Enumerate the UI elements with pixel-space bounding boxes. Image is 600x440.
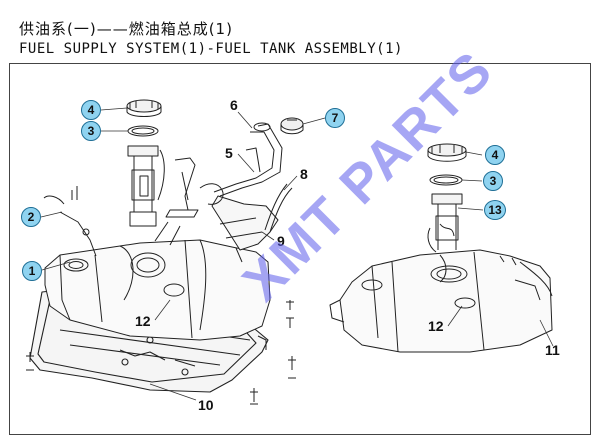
fuel-pump-module-left: [127, 145, 165, 227]
callout-3b: 3: [483, 171, 503, 191]
callout-leader-lines: [40, 107, 554, 401]
callout-7: 7: [325, 108, 345, 128]
diagram-title-english: FUEL SUPPLY SYSTEM(1)-FUEL TANK ASSEMBLY…: [19, 41, 403, 57]
retainer-ring-right: [427, 143, 467, 186]
callout-2: 2: [21, 207, 41, 227]
retainer-ring-left: [126, 99, 162, 137]
label-6: 6: [230, 97, 238, 113]
sender-bracket: [43, 186, 97, 257]
level-sender-arm-left: [165, 157, 199, 218]
callout-13: 13: [484, 200, 506, 220]
fuel-cap: [280, 117, 304, 135]
mounting-bolts-left: [26, 300, 296, 405]
label-8: 8: [300, 166, 308, 182]
diagram-frame: [9, 63, 591, 435]
callout-4: 4: [81, 100, 101, 120]
label-10: 10: [198, 397, 214, 413]
callout-3: 3: [81, 121, 101, 141]
label-5: 5: [225, 145, 233, 161]
label-12b: 12: [428, 318, 444, 334]
diagram-title-chinese: 供油系(一)——燃油箱总成(1): [19, 20, 233, 38]
label-9: 9: [277, 233, 285, 249]
vent-hose: [199, 183, 293, 233]
callout-1: 1: [22, 261, 42, 281]
label-12: 12: [135, 313, 151, 329]
label-11: 11: [545, 342, 560, 358]
callout-4b: 4: [485, 145, 505, 165]
fuel-tank-left: [44, 221, 271, 341]
fuel-tank-right: [329, 249, 553, 353]
filler-neck: [211, 122, 283, 263]
fuel-pump-module-right: [427, 193, 463, 253]
